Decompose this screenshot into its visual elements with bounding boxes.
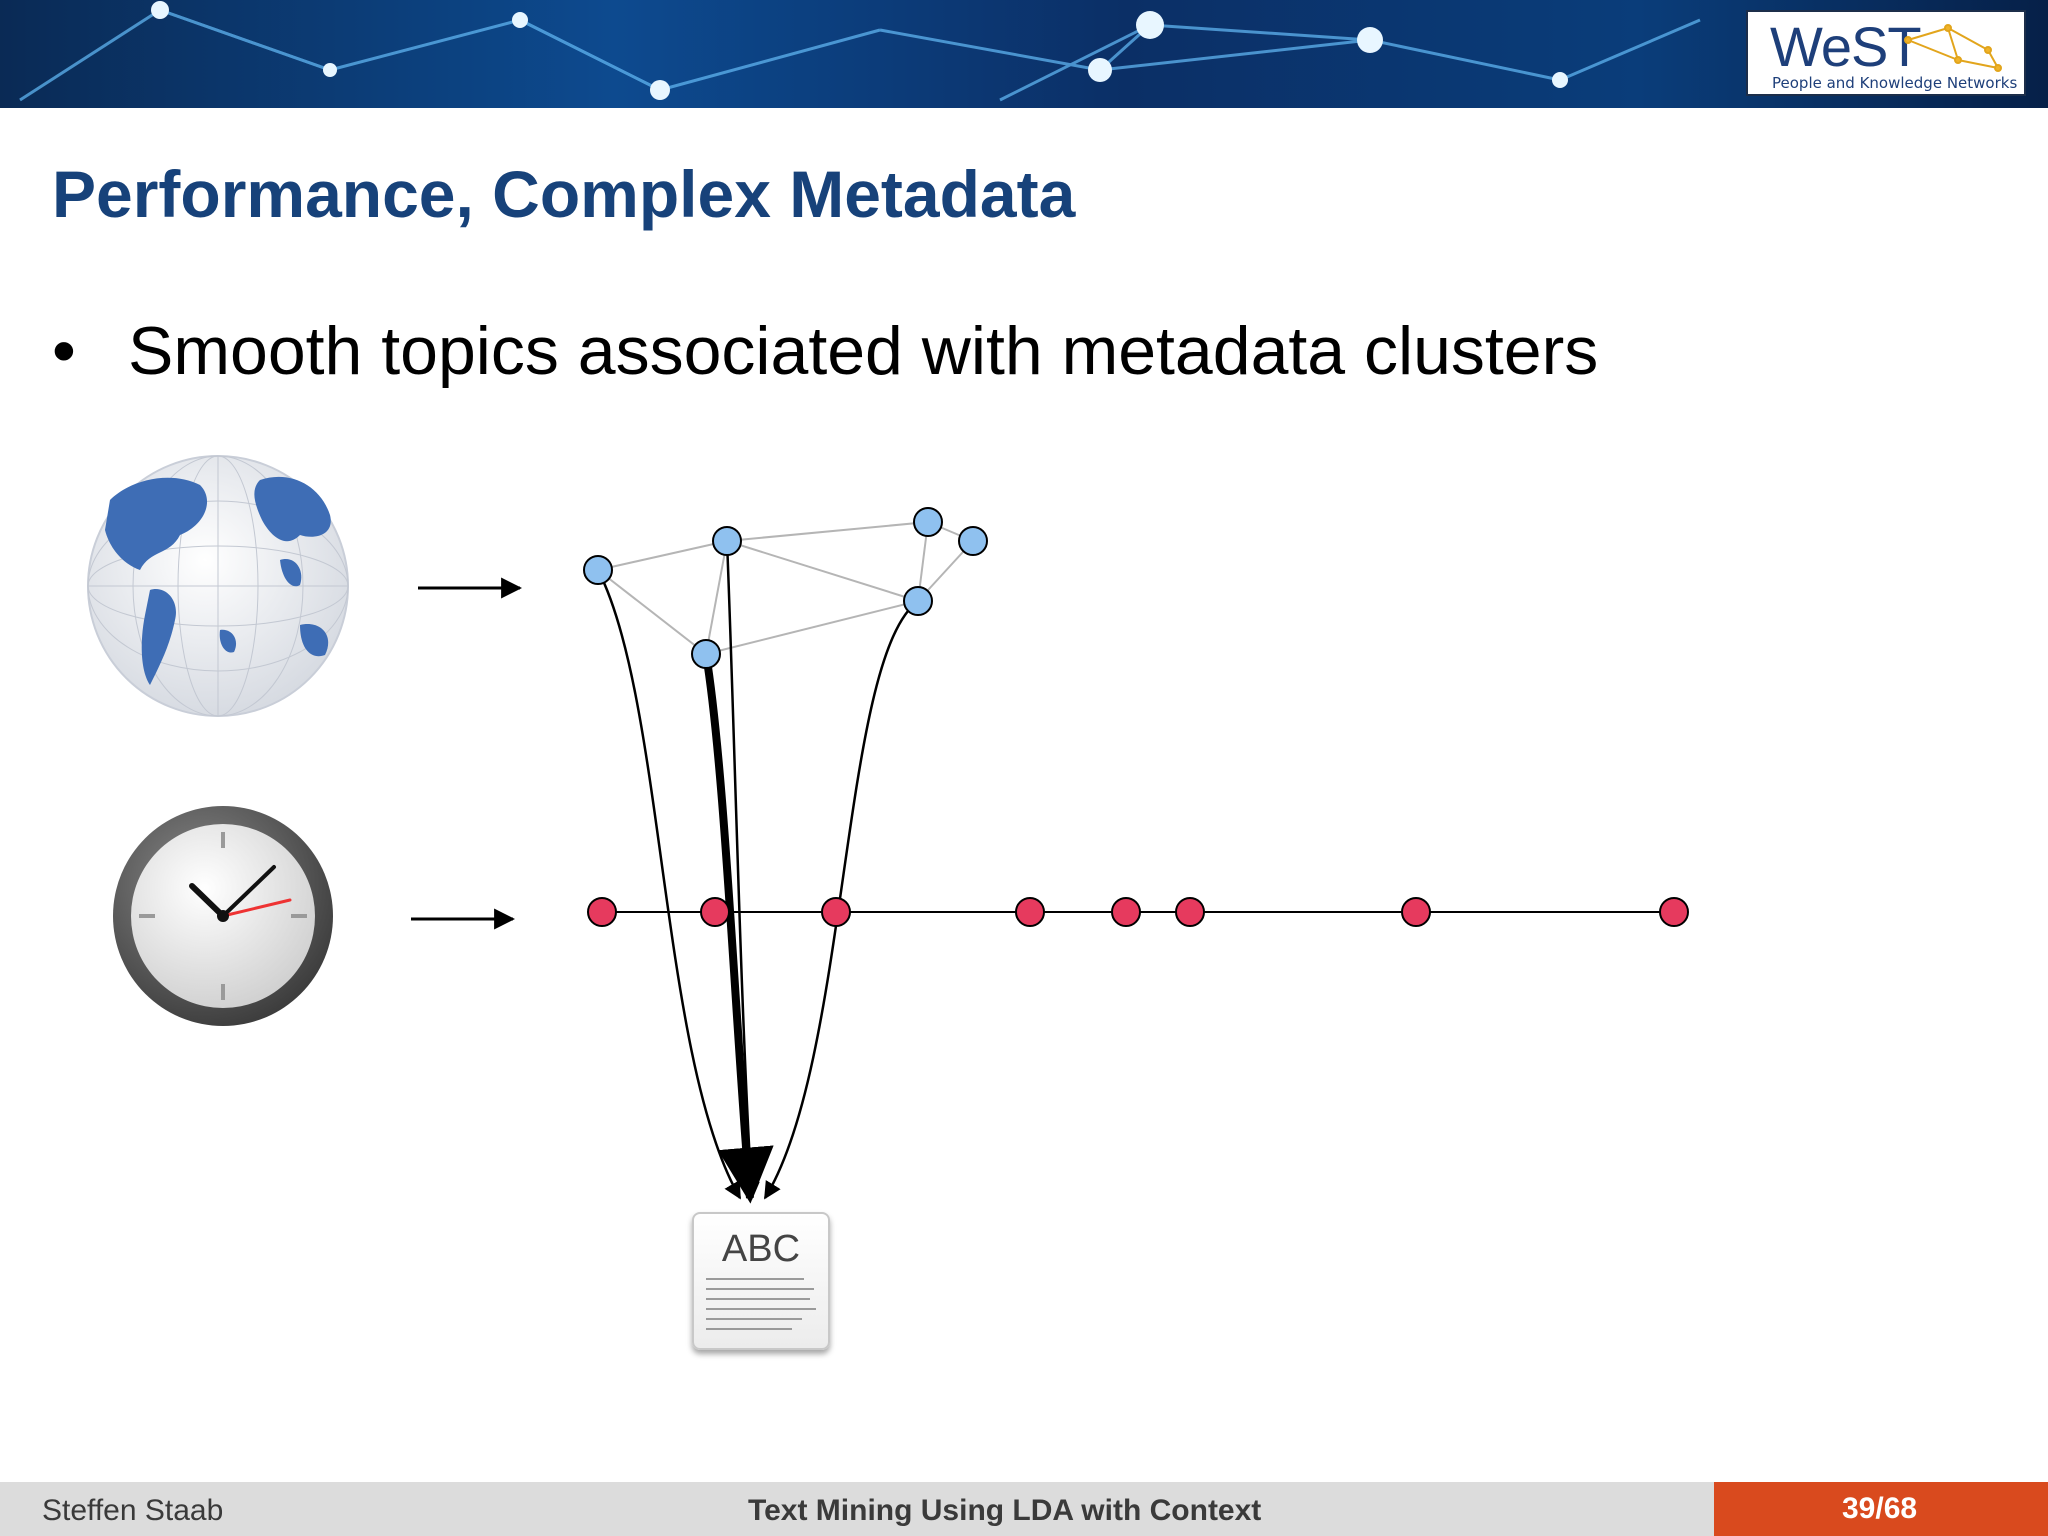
- time-node: [821, 897, 851, 927]
- geo-node: [691, 639, 721, 669]
- clock-icon: [113, 806, 333, 1026]
- west-logo: WeST People and Knowledge Networks: [1746, 10, 2026, 96]
- geo-node: [958, 526, 988, 556]
- document-text-line: [706, 1278, 804, 1280]
- time-node: [1111, 897, 1141, 927]
- logo-network-icon: [1904, 24, 2002, 72]
- globe-icon: [87, 455, 349, 717]
- document-icon: ABC: [692, 1212, 830, 1350]
- bullet-text: Smooth topics associated with metadata c…: [128, 313, 1599, 389]
- footer-page-box: 39/68: [1714, 1482, 2048, 1536]
- time-node: [1401, 897, 1431, 927]
- document-text-line: [706, 1328, 792, 1330]
- geo-node: [583, 555, 613, 585]
- time-node: [1015, 897, 1045, 927]
- footer-bar: Steffen Staab Text Mining Using LDA with…: [0, 1482, 2048, 1536]
- document-text-line: [706, 1308, 816, 1310]
- logo-wordmark: WeST: [1770, 15, 1922, 78]
- geo-node: [903, 586, 933, 616]
- bullet-item: • Smooth topics associated with metadata …: [52, 312, 1598, 390]
- metadata-diagram: [87, 455, 1689, 1204]
- association-arrows: [596, 540, 919, 1204]
- document-text-line: [706, 1288, 814, 1290]
- geo-node-1-arrow: [596, 569, 742, 1200]
- network-banner-graphic: [19, 1, 1701, 102]
- footer-title: Text Mining Using LDA with Context: [748, 1494, 1262, 1527]
- geo-node: [913, 507, 943, 537]
- strong-association-arrow: [702, 653, 774, 1204]
- document-label: ABC: [721, 1228, 801, 1270]
- geo-node-5-arrow: [763, 600, 919, 1200]
- page-number: 39/68: [1842, 1492, 1918, 1525]
- slide-title: Performance, Complex Metadata: [52, 157, 1076, 231]
- header-banner: WeST People and Knowledge Networks: [0, 0, 2048, 108]
- geo-node: [712, 526, 742, 556]
- time-node: [1659, 897, 1689, 927]
- logo-subtitle: People and Knowledge Networks: [1772, 74, 2018, 92]
- document-text-line: [706, 1318, 802, 1320]
- bullet-dot-icon: •: [52, 313, 76, 389]
- time-node: [1175, 897, 1205, 927]
- time-node: [587, 897, 617, 927]
- document-text-line: [706, 1298, 810, 1300]
- time-node: [700, 897, 730, 927]
- footer-author: Steffen Staab: [42, 1494, 224, 1527]
